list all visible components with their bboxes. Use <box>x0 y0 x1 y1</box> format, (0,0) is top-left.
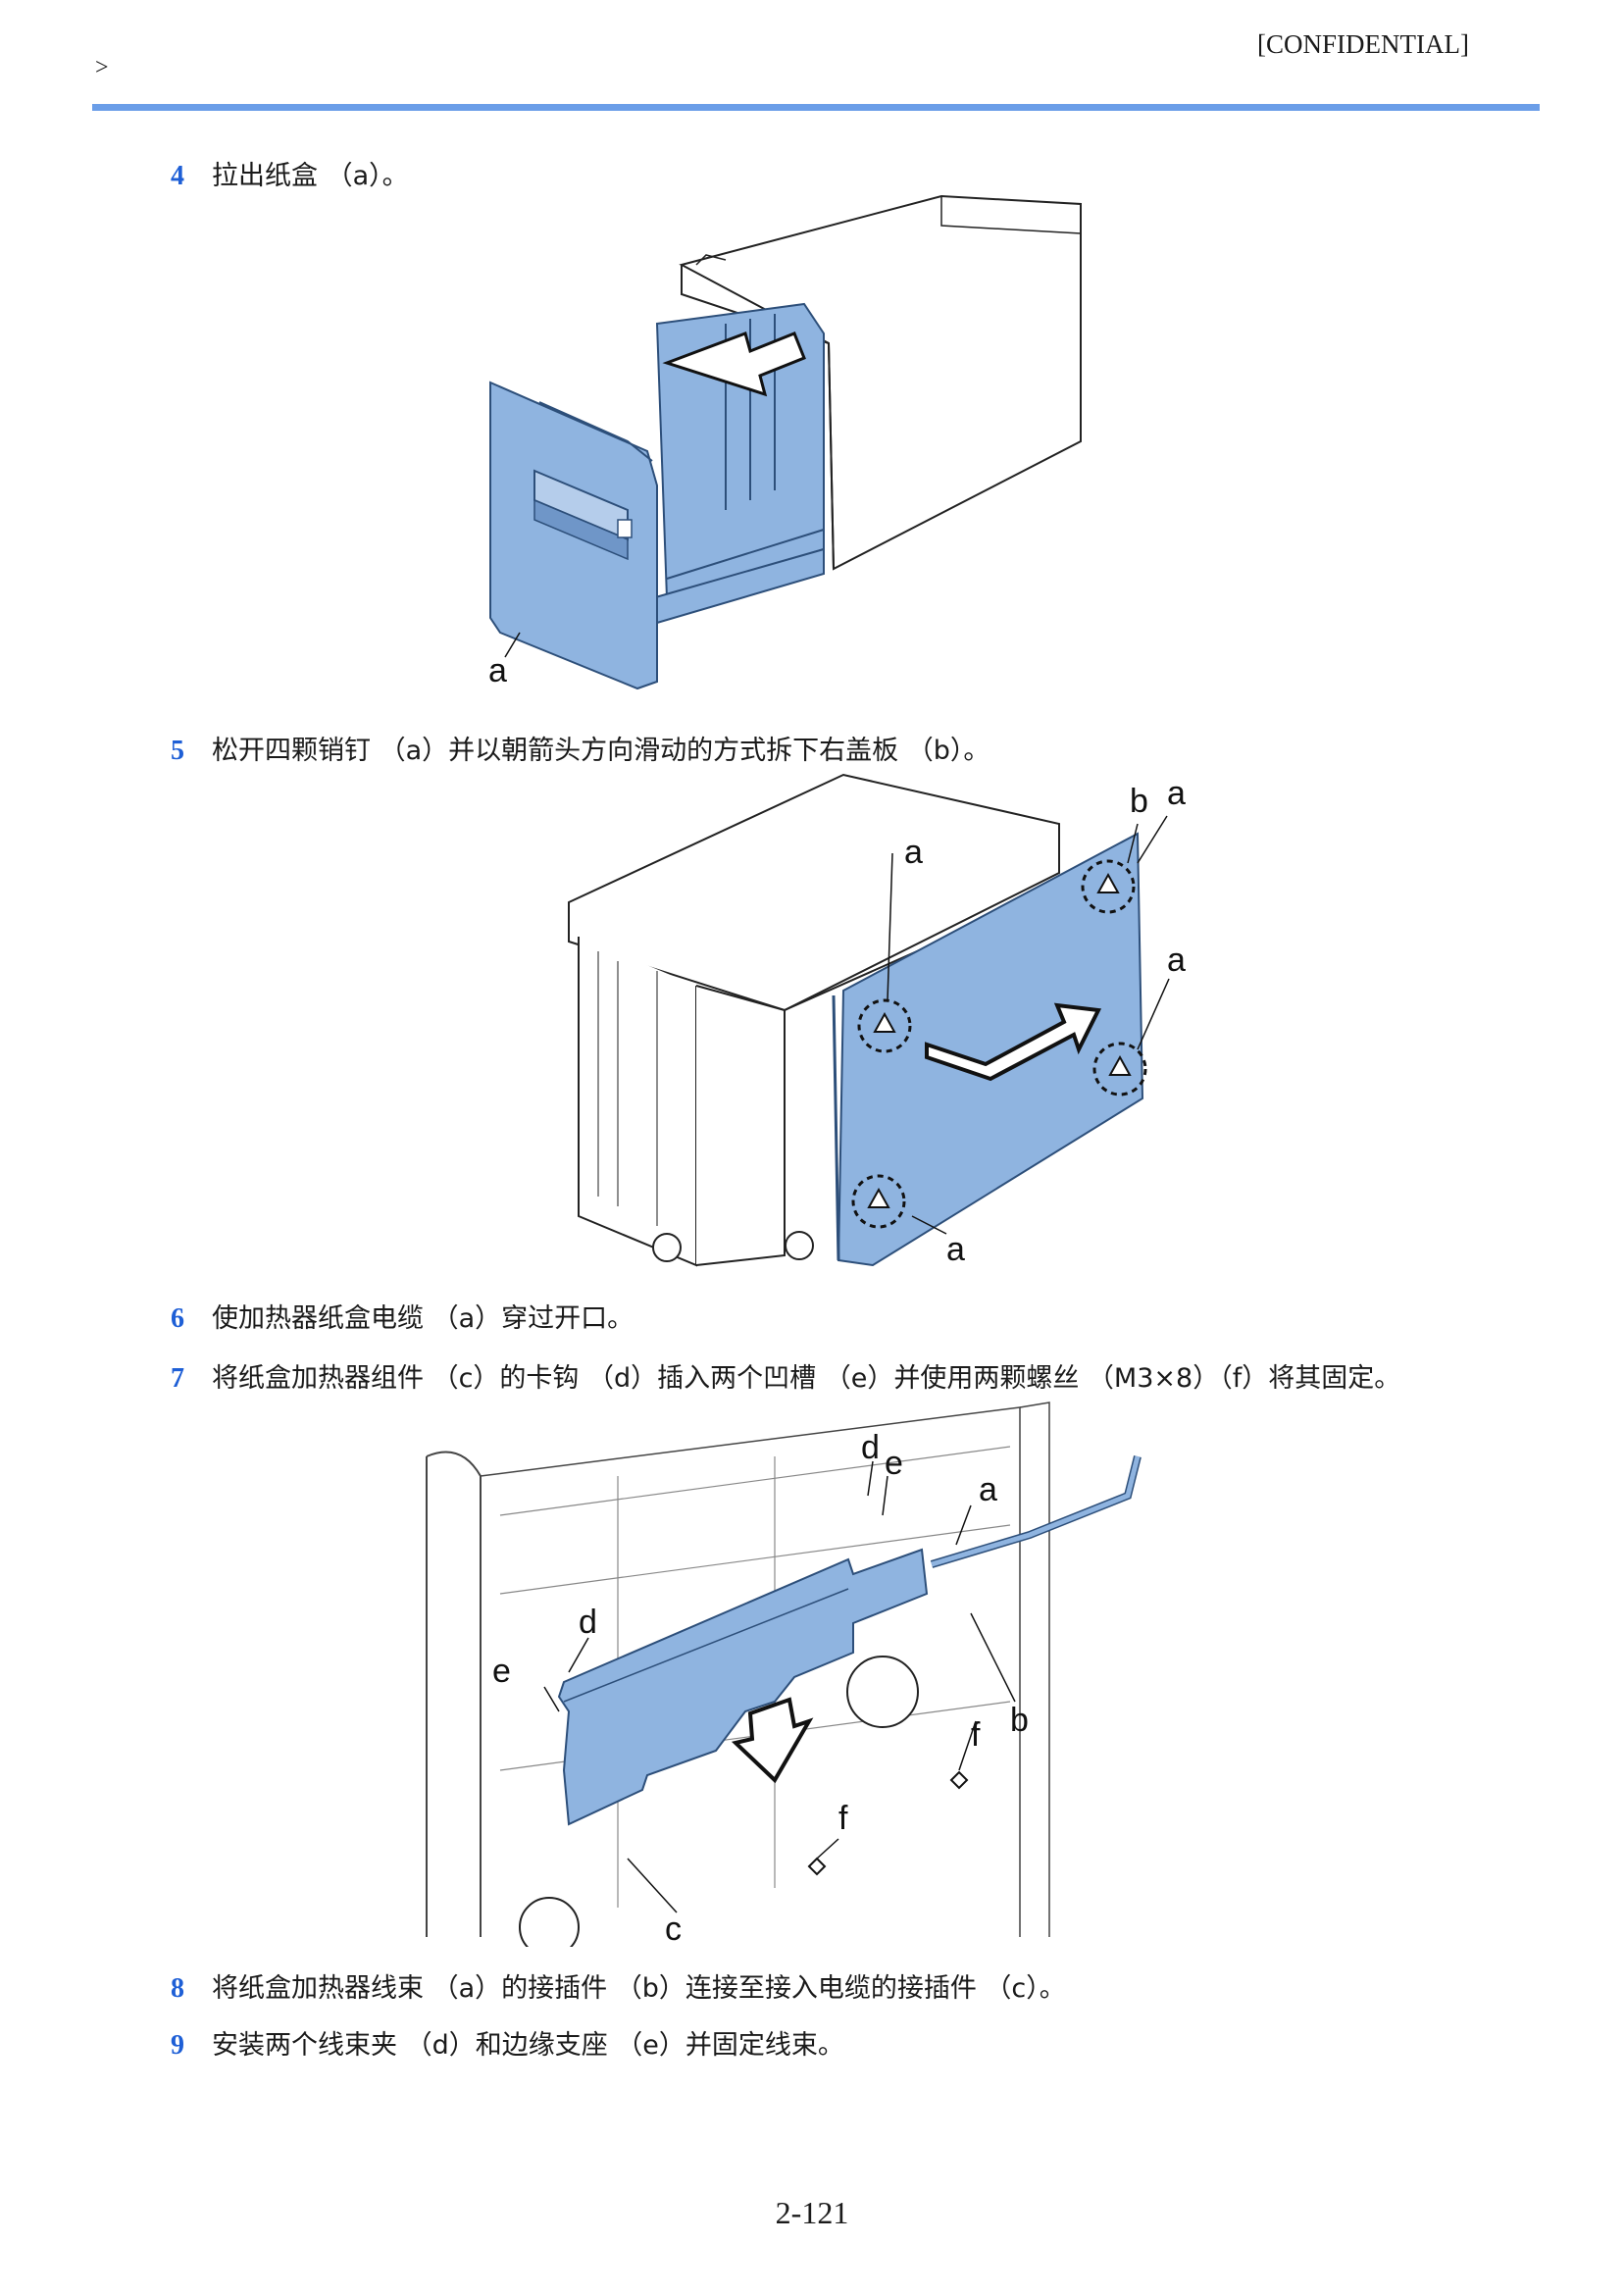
step-number: 8 <box>171 1973 184 2004</box>
figure-label: b <box>1130 783 1148 820</box>
figure-label: e <box>492 1653 511 1690</box>
figure-label: d <box>861 1429 880 1466</box>
step-number: 4 <box>171 161 184 191</box>
step-number: 7 <box>171 1363 184 1394</box>
figure-label: a <box>1167 942 1186 979</box>
step-text: 将纸盒加热器线束 （a）的接插件 （b）连接至接入电缆的接插件 （c）。 <box>212 1973 1066 2004</box>
figure-drawer-pull: a <box>481 186 1108 696</box>
step-text: 拉出纸盒 （a）。 <box>212 161 409 191</box>
step-number: 5 <box>171 736 184 766</box>
header-divider <box>92 104 1540 111</box>
step-text: 松开四颗销钉 （a）并以朝箭头方向滑动的方式拆下右盖板 （b）。 <box>212 736 990 766</box>
confidential-mark: [CONFIDENTIAL] <box>1257 29 1469 59</box>
figure-label: a <box>1167 775 1186 812</box>
figure-label: a <box>946 1231 965 1268</box>
figure-label: a <box>488 652 507 689</box>
step-8: 8 将纸盒加热器线束 （a）的接插件 （b）连接至接入电缆的接插件 （c）。 <box>171 1966 1066 2005</box>
figure-heater-assembly: d e a d e b f f c <box>422 1398 1167 1947</box>
figure-label: a <box>904 834 923 871</box>
figure-label: f <box>838 1800 848 1837</box>
figure-label: d <box>579 1604 597 1641</box>
step-text: 将纸盒加热器组件 （c）的卡钩 （d）插入两个凹槽 （e）并使用两颗螺丝 （M3… <box>212 1363 1401 1394</box>
figure-label: f <box>971 1716 981 1754</box>
step-6: 6 使加热器纸盒电缆 （a）穿过开口。 <box>171 1297 634 1335</box>
step-4: 4 拉出纸盒 （a）。 <box>171 154 409 192</box>
figure-label: a <box>979 1471 997 1508</box>
figure-label: b <box>1010 1702 1029 1739</box>
figure-right-cover: b a a a a <box>549 765 1216 1275</box>
page-number: 2-121 <box>775 2195 849 2230</box>
breadcrumb: > <box>95 55 109 80</box>
figure-label: e <box>885 1445 903 1482</box>
step-text: 使加热器纸盒电缆 （a）穿过开口。 <box>212 1303 634 1334</box>
step-9: 9 安装两个线束夹 （d）和边缘支座 （e）并固定线束。 <box>171 2023 844 2062</box>
step-number: 6 <box>171 1303 184 1334</box>
step-text: 安装两个线束夹 （d）和边缘支座 （e）并固定线束。 <box>212 2030 844 2061</box>
step-7: 7 将纸盒加热器组件 （c）的卡钩 （d）插入两个凹槽 （e）并使用两颗螺丝 （M… <box>171 1356 1400 1395</box>
step-number: 9 <box>171 2030 184 2061</box>
figure-label: c <box>665 1911 682 1947</box>
step-5: 5 松开四颗销钉 （a）并以朝箭头方向滑动的方式拆下右盖板 （b）。 <box>171 729 990 767</box>
